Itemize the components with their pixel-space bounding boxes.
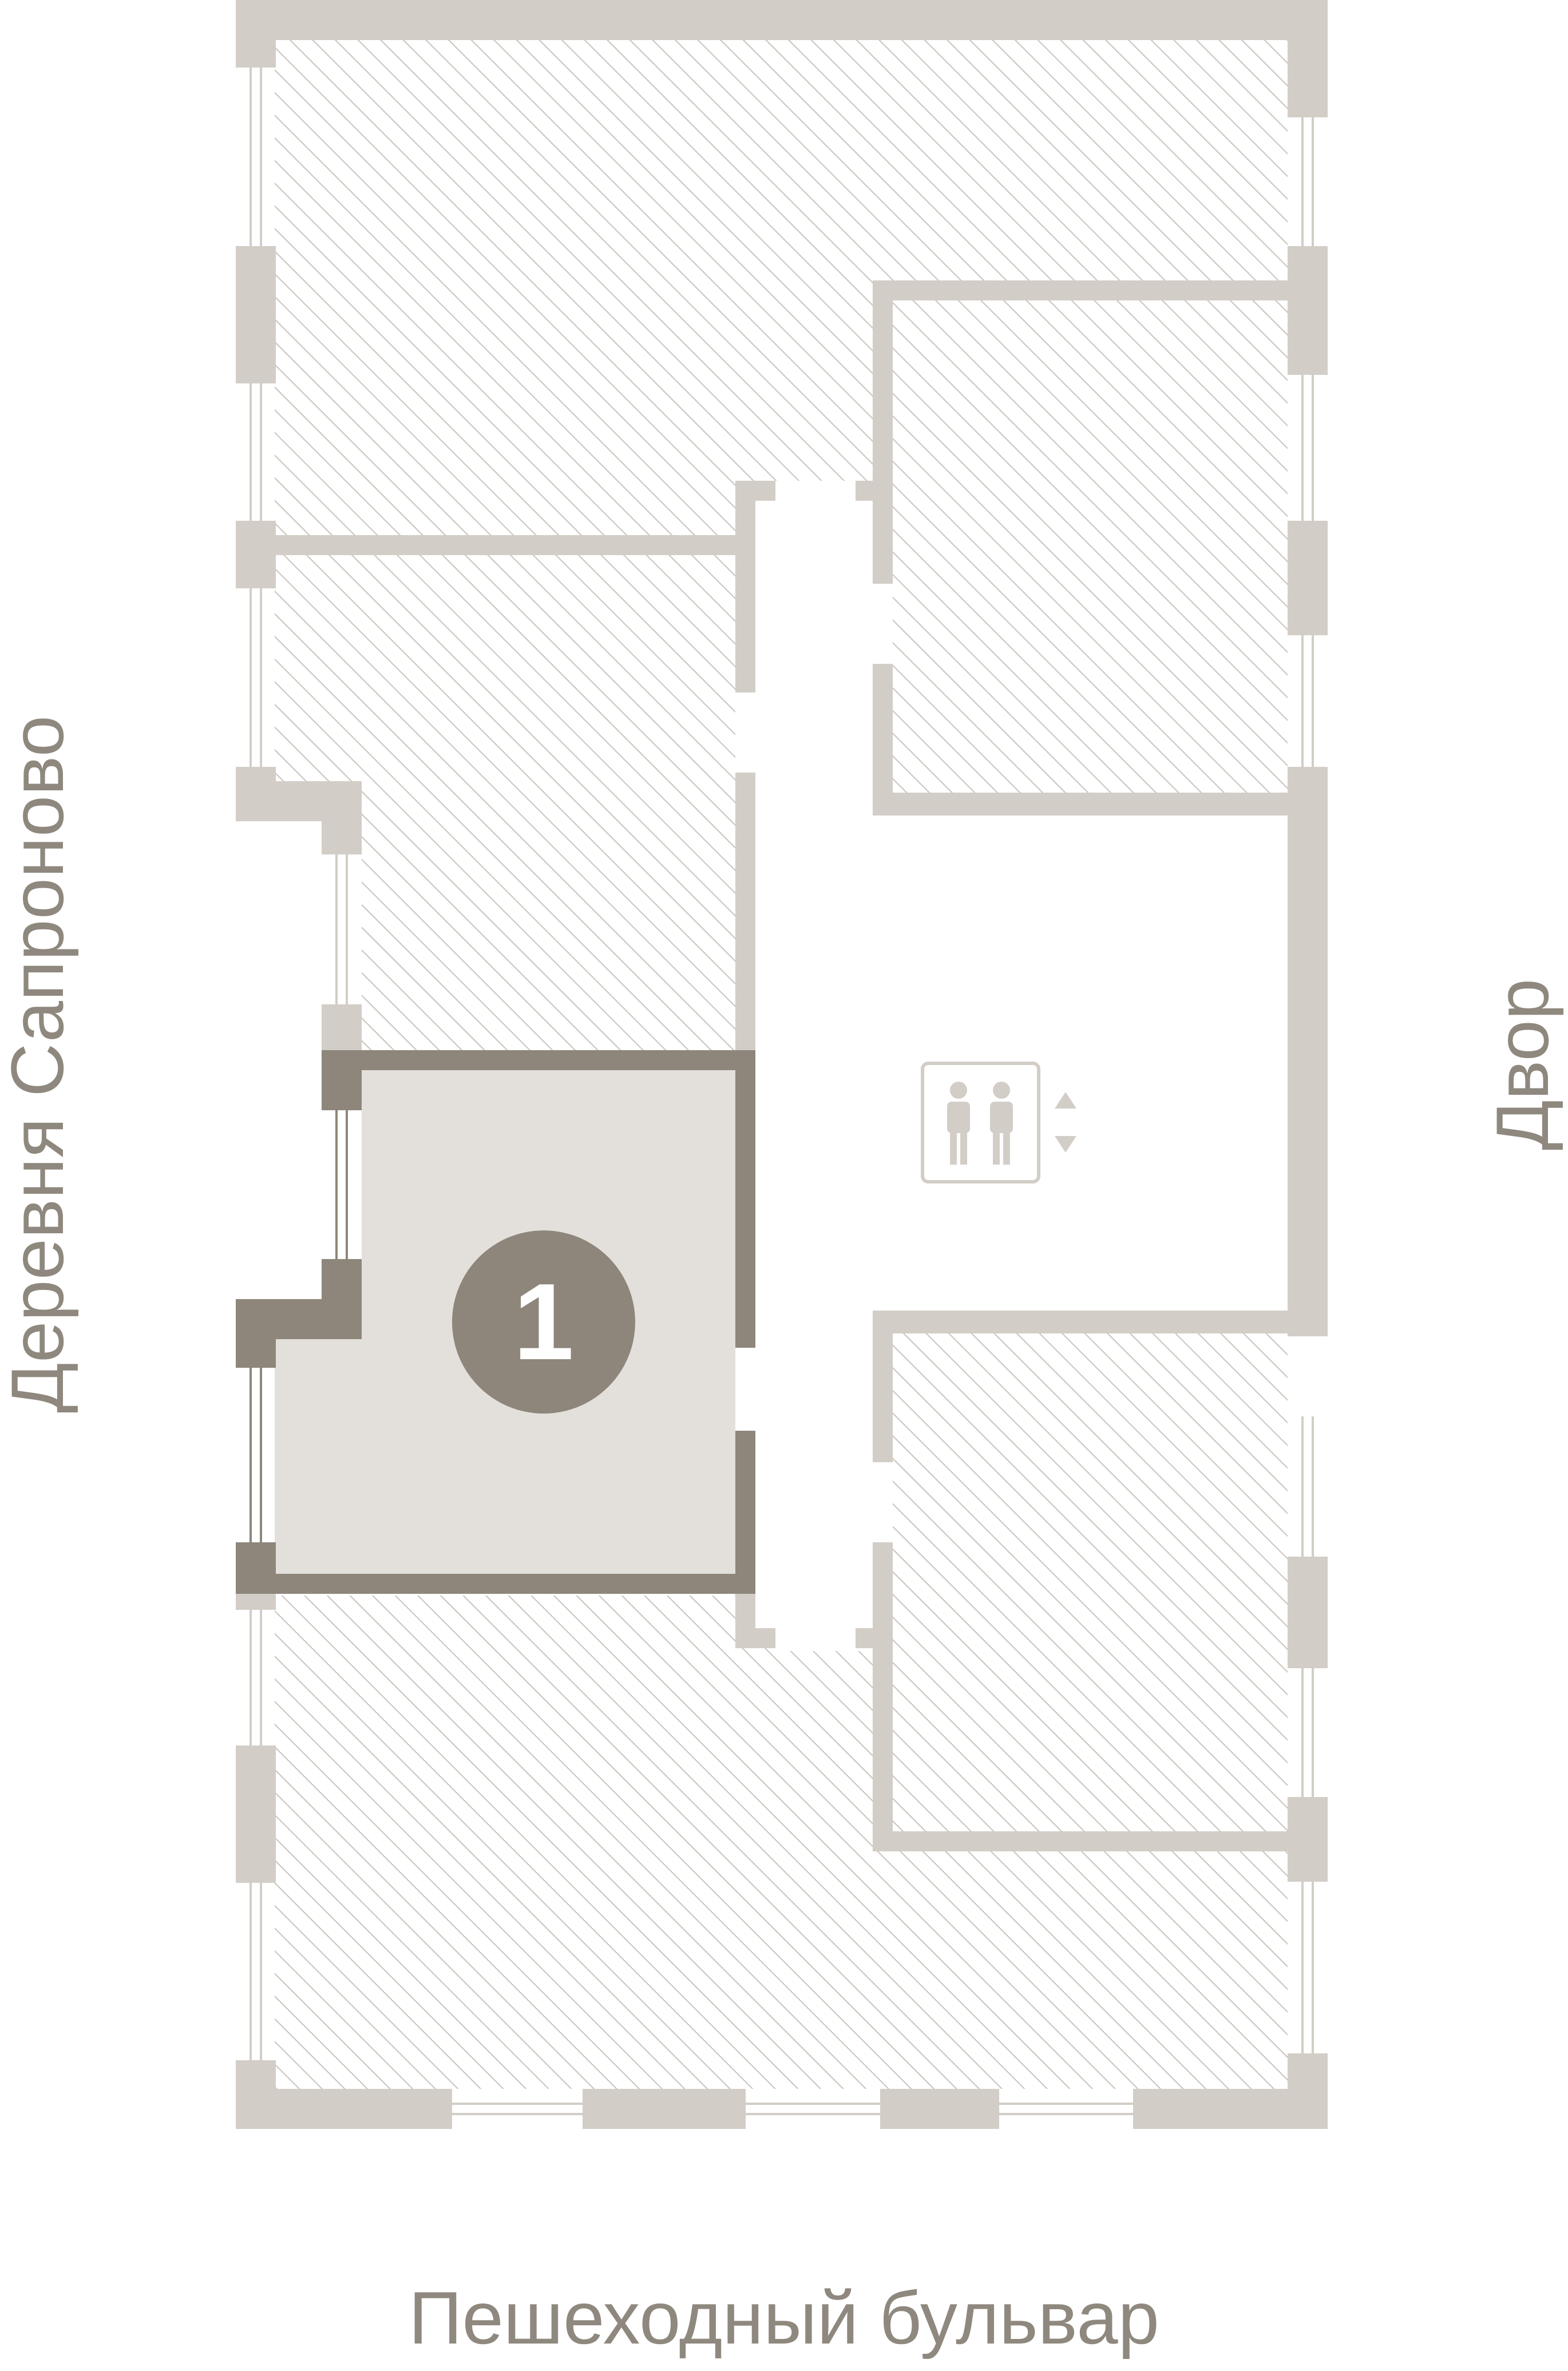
unit-1-walls — [236, 1050, 755, 1594]
windows — [250, 68, 1314, 2115]
room-top-right — [893, 300, 1288, 793]
room-bottom-right — [893, 1331, 1288, 1831]
elevator-icon — [921, 1062, 1040, 1183]
room-top-left — [275, 40, 1288, 535]
room-mid-left-lower — [362, 784, 735, 1052]
room-bottom — [275, 1596, 1288, 2089]
courtyard-label: Двор — [1480, 978, 1564, 1151]
left-street-label: Деревня Сапроново — [0, 715, 79, 1414]
hatched-areas — [275, 40, 1288, 2089]
bottom-street-label: Пешеходный бульвар — [409, 2276, 1159, 2360]
unit-1-windows — [250, 1110, 348, 1542]
walls — [236, 0, 1328, 2129]
unit-number-badge[interactable]: 1 — [452, 1230, 635, 1414]
room-mid-left — [275, 555, 735, 784]
up-down-arrows-icon — [1055, 1092, 1076, 1153]
